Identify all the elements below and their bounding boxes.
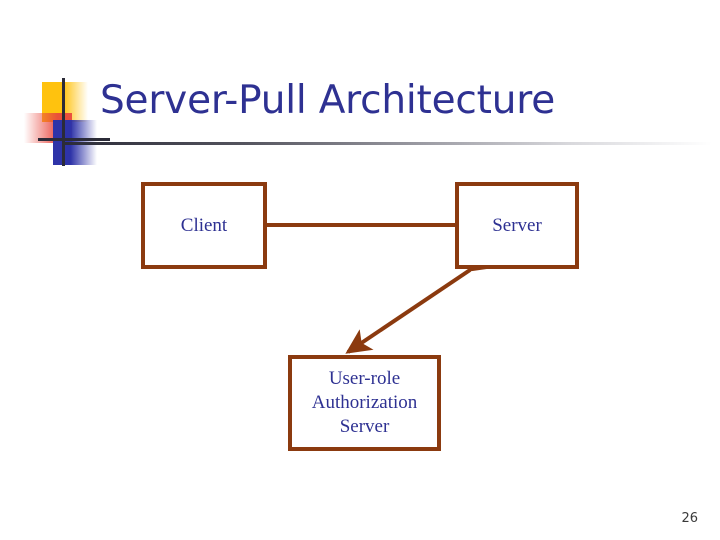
node-client[interactable]: Client (141, 182, 267, 269)
node-authorization-server-label: User-role Authorization Server (308, 367, 422, 439)
ornament-vertical-line (62, 78, 65, 166)
node-server-label: Server (492, 214, 542, 236)
page-number: 26 (681, 511, 698, 526)
title-divider (62, 142, 712, 145)
node-auth-line-3: Server (339, 416, 390, 437)
page-title: Server-Pull Architecture (100, 78, 556, 123)
node-auth-line-1: User-role (328, 368, 401, 389)
node-server[interactable]: Server (455, 182, 579, 269)
ornament-horizontal-line (38, 138, 110, 141)
arrow-server-auth (345, 247, 496, 354)
node-client-label: Client (180, 214, 228, 236)
node-authorization-server[interactable]: User-role Authorization Server (288, 355, 441, 451)
node-auth-line-2: Authorization (311, 392, 418, 413)
